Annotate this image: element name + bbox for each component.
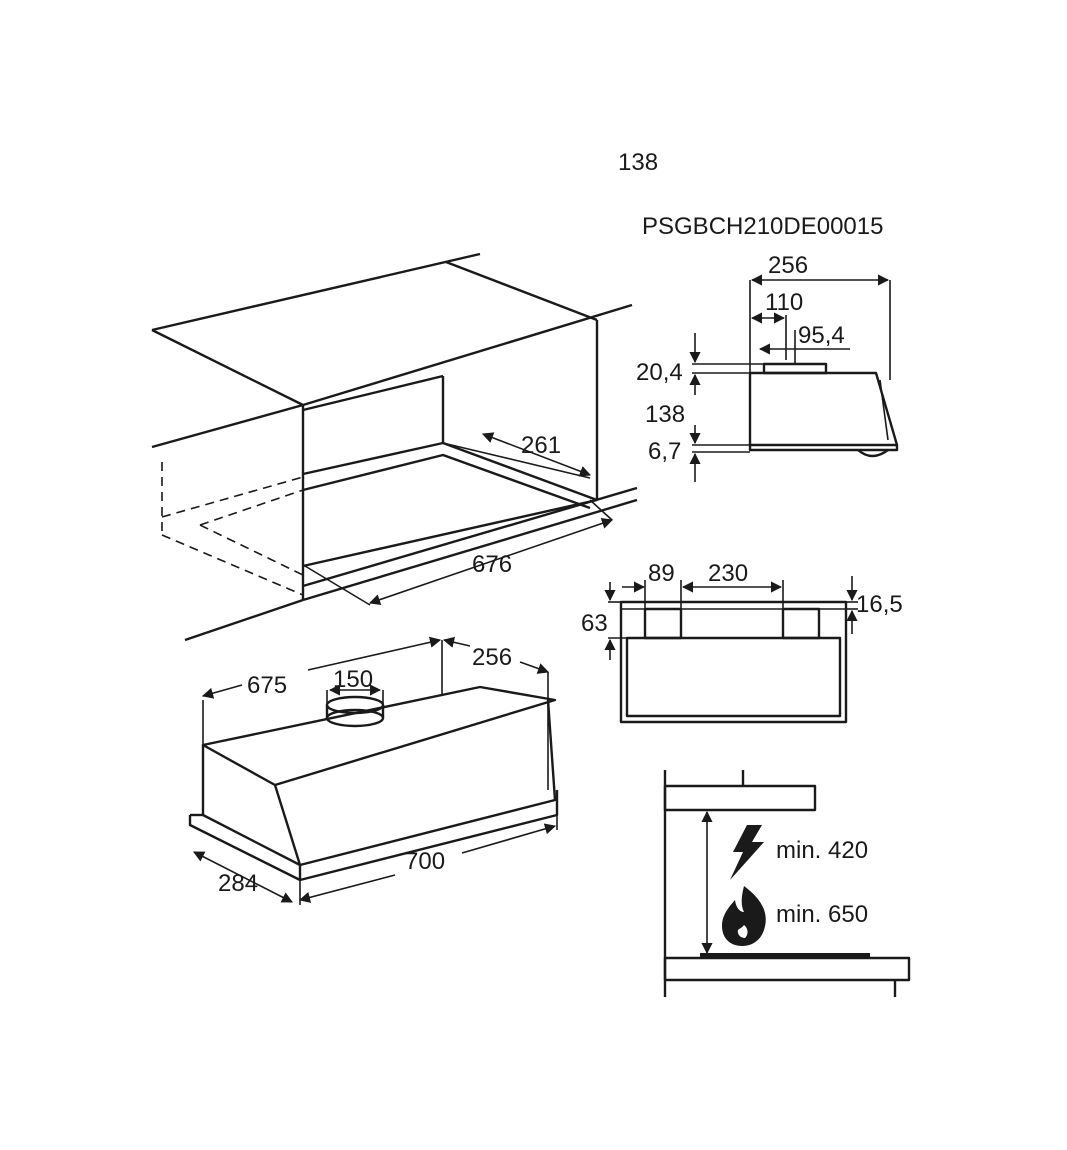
side-height-label: 138 xyxy=(645,401,685,428)
hood-width-label: 700 xyxy=(405,848,445,875)
header-number: 138 xyxy=(618,149,658,176)
side-top-label: 20,4 xyxy=(636,359,683,386)
front-gap-label: 230 xyxy=(708,560,748,587)
clearance-electric-label: min. 420 xyxy=(776,837,868,864)
hood-depth-label: 675 xyxy=(247,672,287,699)
side-view-drawing xyxy=(689,274,899,482)
hood-duct-label: 150 xyxy=(333,666,373,693)
hood-drawing xyxy=(188,636,559,905)
front-view-drawing xyxy=(604,576,858,724)
side-offset-label: 110 xyxy=(765,289,803,316)
cabinet-depth-label: 261 xyxy=(521,432,561,459)
hood-side-label: 256 xyxy=(472,644,512,671)
front-left-label: 89 xyxy=(648,560,675,587)
clearance-gas-label: min. 650 xyxy=(776,901,868,928)
flame-icon xyxy=(722,886,766,946)
side-outlet-label: 95,4 xyxy=(798,322,845,349)
clearance-drawing xyxy=(663,770,911,997)
lightning-bolt-icon xyxy=(730,825,764,880)
front-height-label: 63 xyxy=(581,610,608,637)
hood-front-label: 284 xyxy=(218,870,258,897)
side-width-label: 256 xyxy=(768,252,808,279)
front-right-label: 16,5 xyxy=(856,591,903,618)
header-code: PSGBCH210DE00015 xyxy=(642,213,883,240)
cabinet-width-label: 676 xyxy=(472,551,512,578)
side-bottom-label: 6,7 xyxy=(648,438,681,465)
cabinet-drawing xyxy=(151,252,638,642)
